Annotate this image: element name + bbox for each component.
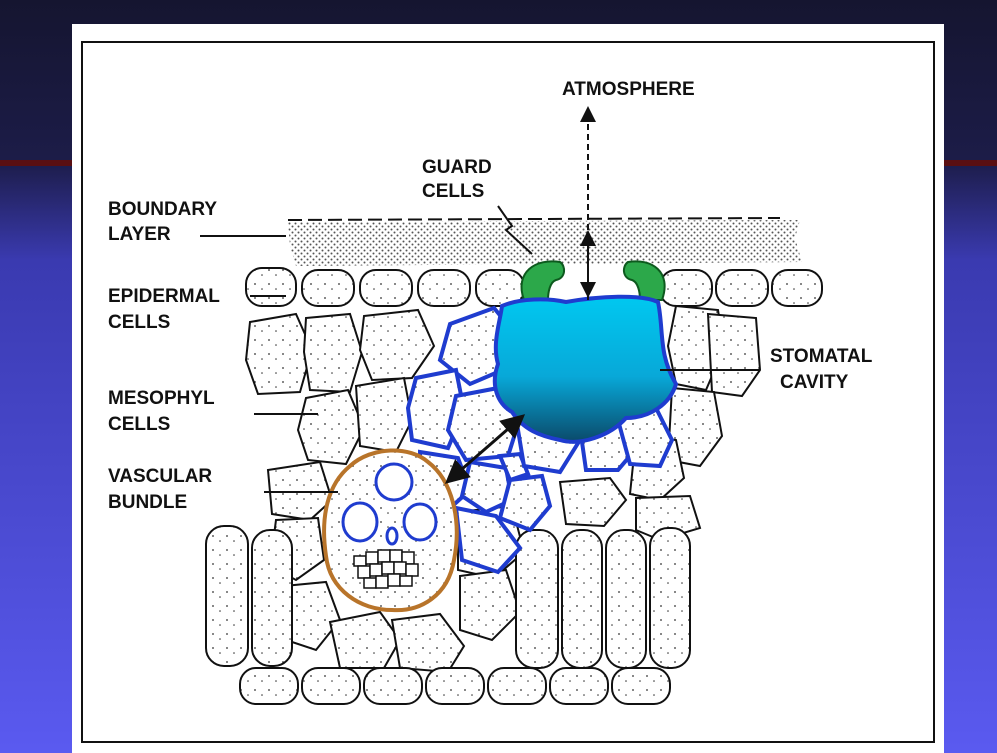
label-boundary-layer-2: LAYER: [108, 224, 171, 245]
label-atmosphere: ATMOSPHERE: [562, 79, 695, 100]
epidermal-cells-bottom: [240, 668, 670, 704]
phloem-cells: [354, 550, 418, 588]
label-vascular-bundle-1: VASCULAR: [108, 466, 212, 487]
guard-cells: [522, 261, 665, 300]
label-mesophyl-cells-2: CELLS: [108, 414, 170, 435]
label-vascular-bundle-2: BUNDLE: [108, 492, 187, 513]
label-guard-cells-2: CELLS: [422, 181, 484, 202]
label-stomatal-cavity-2: CAVITY: [780, 372, 849, 393]
label-epidermal-cells-1: EPIDERMAL: [108, 286, 220, 307]
label-stomatal-cavity-1: STOMATAL: [770, 346, 873, 367]
label-mesophyl-cells-1: MESOPHYL: [108, 388, 215, 409]
boundary-layer: [288, 218, 802, 266]
label-guard-cells-1: GUARD: [422, 157, 492, 178]
label-epidermal-cells-2: CELLS: [108, 312, 170, 333]
vascular-bundle: [324, 450, 457, 610]
label-boundary-layer-1: BOUNDARY: [108, 199, 217, 220]
